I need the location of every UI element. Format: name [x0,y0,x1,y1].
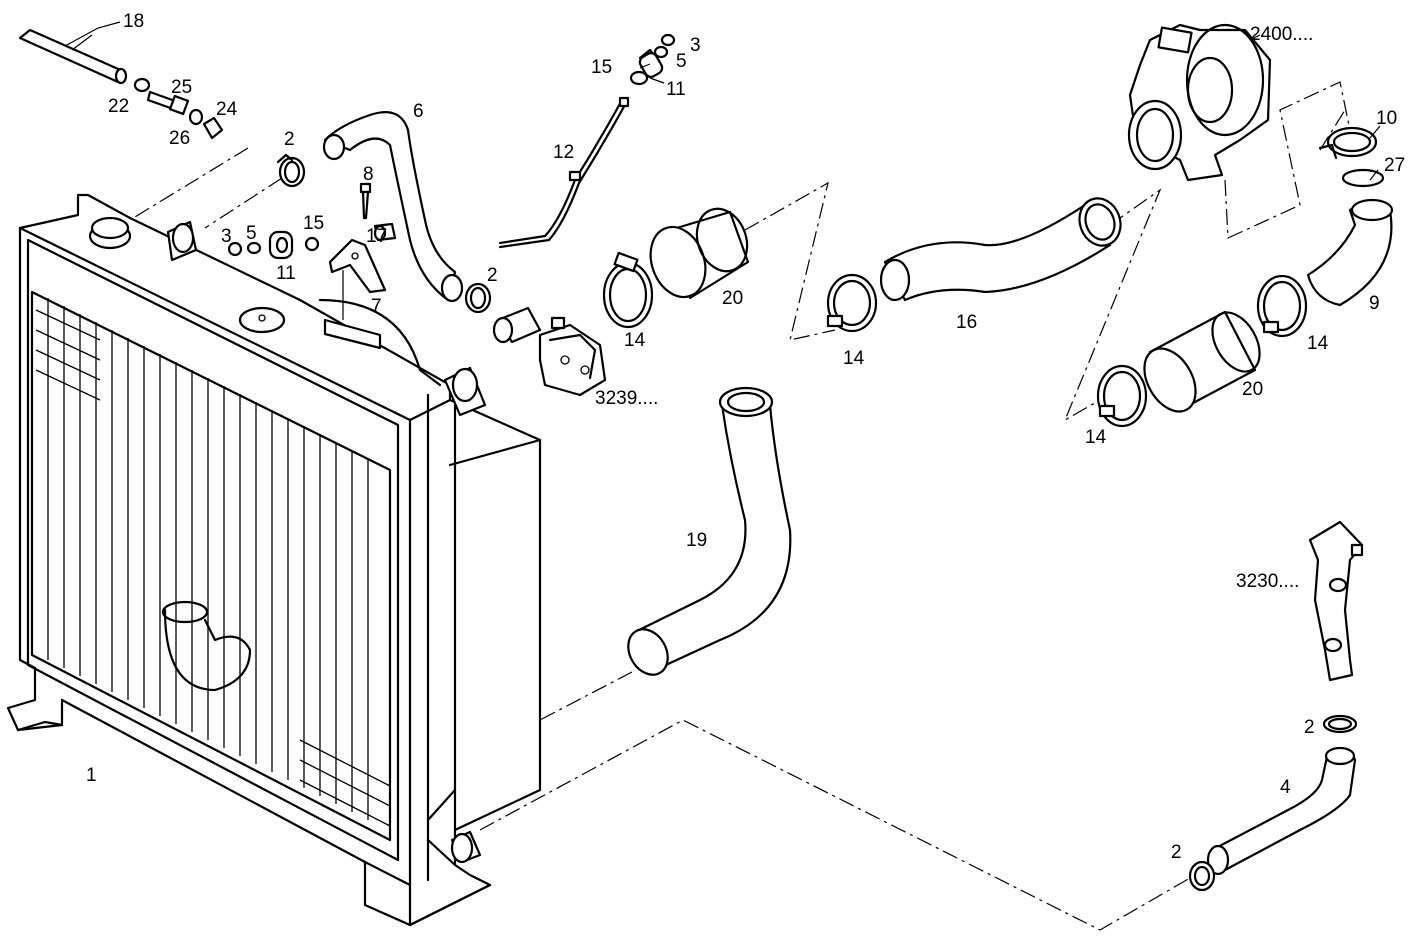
label-3239: 3239.... [595,388,658,409]
label-16: 16 [956,312,977,333]
label-10: 10 [1376,108,1397,129]
label-1: 1 [86,765,97,786]
label-2: 2 [1304,717,1315,738]
clamp-14-d [1096,364,1148,428]
label-2: 2 [284,129,295,150]
label-8: 8 [363,164,374,185]
label-5: 5 [246,223,257,244]
assembly-lines [129,81,1351,931]
outlet-pipe-3230 [1308,520,1364,682]
label-22: 22 [108,96,129,117]
label-9: 9 [1369,293,1380,314]
label-27: 27 [1384,155,1405,176]
label-2: 2 [1171,842,1182,863]
label-26: 26 [169,128,190,149]
label-25: 25 [171,77,192,98]
label-15: 15 [303,213,324,234]
label-11: 11 [666,79,686,100]
clamp-2-upper [276,153,306,188]
overflow-hose-18 [18,21,128,85]
label-3: 3 [690,35,701,56]
fastener-group-left [227,222,397,260]
clamp-14-c [1256,274,1308,338]
label-20: 20 [722,288,743,309]
label-14: 14 [843,348,865,369]
label-14: 14 [1307,333,1329,354]
leader-lines [639,34,1381,181]
label-18: 18 [123,11,144,32]
label-6: 6 [413,101,424,122]
clamp-2-lower-right [1322,714,1358,734]
clamp-14-a [602,251,654,329]
hose-4 [1206,746,1357,876]
bracket-7 [328,238,387,320]
label-24: 24 [216,99,238,120]
clamp-14-b [826,273,878,333]
label-7: 7 [371,296,382,317]
pipe-16 [879,197,1122,302]
label-19: 19 [686,530,707,551]
label-14: 14 [624,330,646,351]
label-11: 11 [276,263,296,284]
label-3230: 3230.... [1236,571,1299,592]
clamp-2-middle [464,282,492,314]
hose-6 [322,111,464,303]
label-14: 14 [1085,427,1107,448]
bolt-8 [359,182,372,220]
clamp-10 [1318,126,1378,160]
fitting-group [133,77,224,140]
label-2: 2 [487,265,498,286]
label-12: 12 [553,142,574,163]
label-4: 4 [1280,777,1291,798]
hose-9 [1306,198,1394,307]
label-17: 17 [366,226,387,247]
clamp-2-lower [1188,860,1216,892]
sleeve-20-b [1143,310,1261,413]
label-20: 20 [1242,379,1263,400]
thermostat-housing-3239 [492,306,607,397]
label-2400: 2400.... [1250,24,1313,45]
fastener-group-top [629,33,676,86]
label-15: 15 [591,57,612,78]
radiator [6,193,542,927]
callout-labels: 1 2 2 2 2 3 3 4 5 5 6 7 8 9 10 11 11 12 … [86,11,1405,863]
hose-19 [627,386,792,676]
turbocharger-2400 [1127,23,1272,182]
seal-ring-27 [1341,168,1385,188]
label-5: 5 [676,51,687,72]
sleeve-20-a [649,207,750,300]
pipe-12 [498,96,630,249]
label-3: 3 [221,226,232,247]
